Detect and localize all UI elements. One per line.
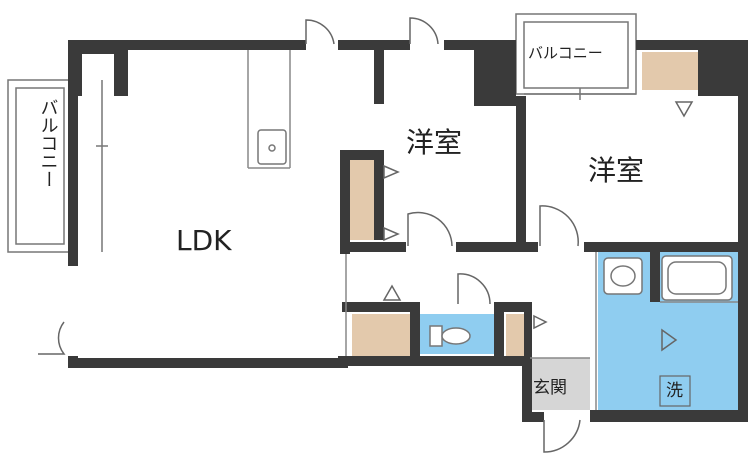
entrance-floor [530,358,590,410]
label-balcony-top: バルコニー [528,44,603,62]
door-entrance [543,419,581,453]
laundry-box [659,375,691,407]
kitchen-sink [257,129,287,165]
door-toilet [457,273,491,305]
label-western-room-1: 洋室 [406,126,462,159]
bathtub [661,255,733,301]
sliding-door-markers [382,101,694,352]
storage-closet-3 [506,314,524,356]
label-ldk: LDK [176,224,232,257]
door-left-balcony [38,321,66,355]
label-balcony-left: バルコニー [38,98,59,188]
door-top-2 [409,17,439,45]
label-western-room-2: 洋室 [588,154,644,187]
label-entrance: 玄関 [533,378,567,398]
storage-closet-4 [642,52,698,90]
label-laundry: 洗 [666,381,683,401]
storage-closet-1 [348,160,376,240]
doors [38,17,581,453]
door-bedroom-2 [539,205,579,247]
door-bedroom-1 [407,211,453,247]
walls [68,40,748,422]
toilet [429,325,471,347]
room-labels: LDK 洋室 洋室 玄関 洗 バルコニー バルコニー [38,44,684,401]
washbasin [603,257,643,295]
storage-closet-2 [352,314,410,356]
door-top-1 [305,19,335,45]
partitions [247,50,738,410]
